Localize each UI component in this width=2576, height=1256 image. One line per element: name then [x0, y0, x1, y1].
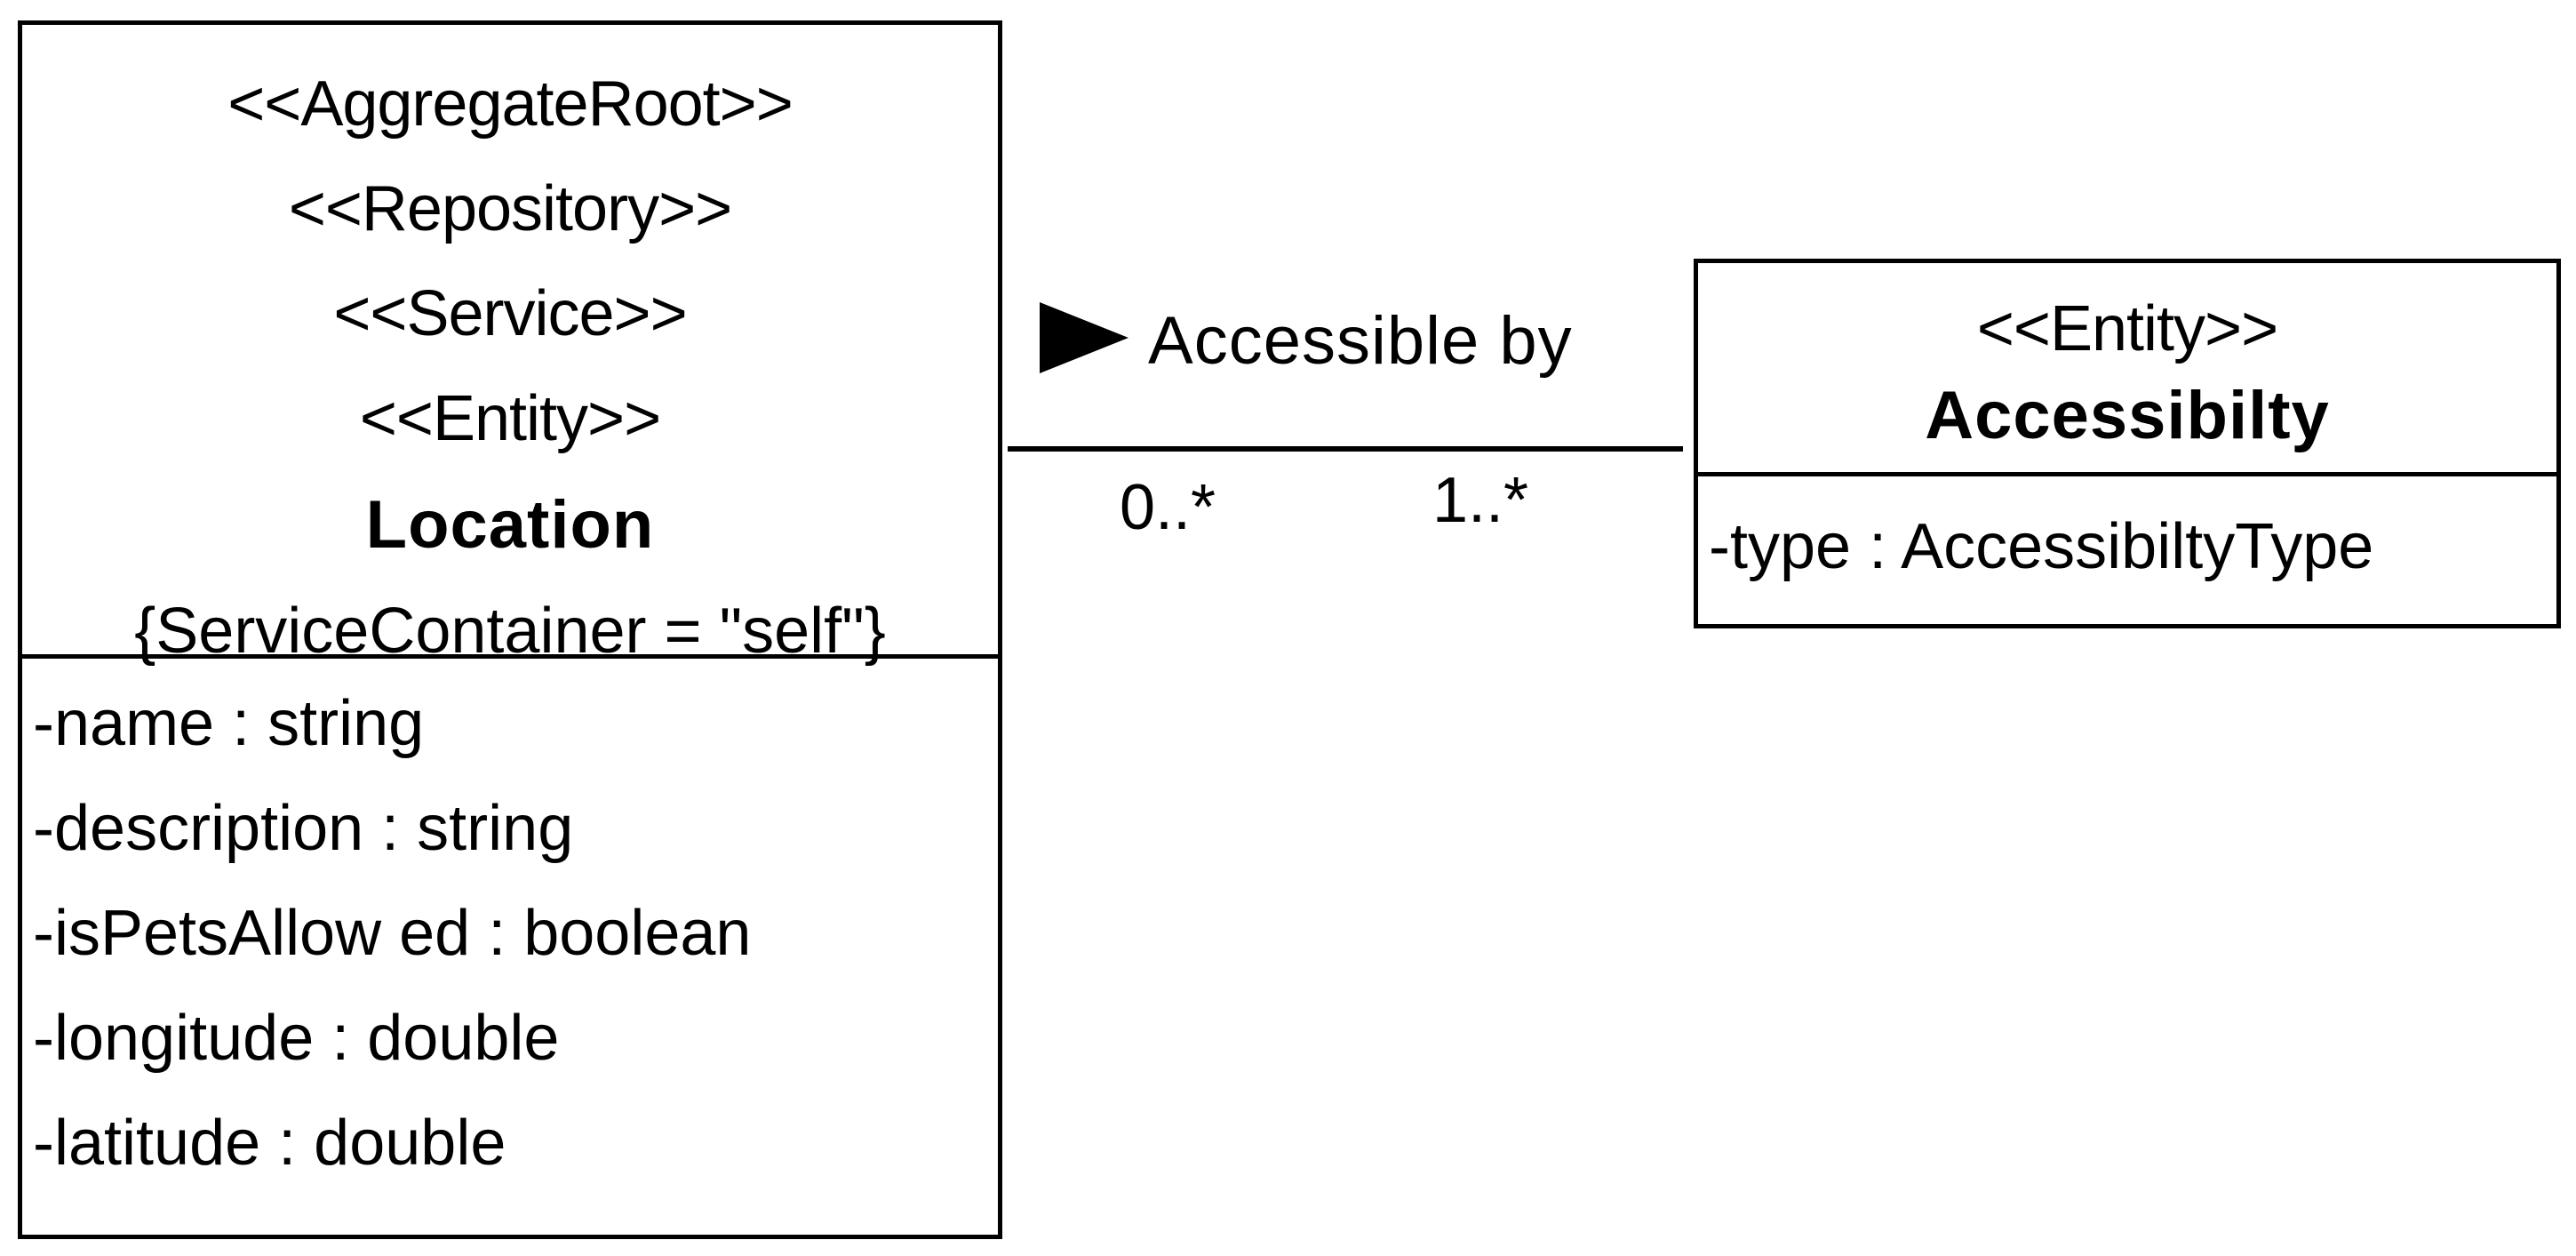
stereotype-entity: <<Entity>>: [359, 383, 661, 454]
location-class-name: Location: [365, 487, 655, 563]
stereotype-entity: <<Entity>>: [1976, 293, 2278, 364]
attribute-longitude: -longitude : double: [33, 1003, 560, 1074]
location-class-header: <<AggregateRoot>> <<Repository>> <<Servi…: [22, 25, 998, 667]
accessibility-class-header: <<Entity>> Accessibilty: [1698, 263, 2556, 476]
accessibility-class-name: Accessibilty: [1925, 378, 2330, 453]
association-line[interactable]: [1008, 446, 1683, 452]
attribute-type: -type : AccessibiltyType: [1709, 511, 2374, 582]
stereotype-repository: <<Repository>>: [288, 173, 732, 244]
attribute-name: -name : string: [33, 688, 425, 759]
attribute-latitude: -latitude : double: [33, 1108, 506, 1179]
association-label: Accessible by: [1148, 303, 1573, 379]
stereotype-service: <<Service>>: [333, 278, 687, 349]
accessibility-class-box[interactable]: <<Entity>> Accessibilty -type : Accessib…: [1694, 259, 2561, 628]
source-multiplicity: 0..*: [1120, 472, 1216, 543]
attribute-description: -description : string: [33, 793, 574, 864]
accessibility-attributes: -type : AccessibiltyType: [1698, 476, 2556, 599]
location-constraint: {ServiceContainer = "self"}: [134, 596, 886, 667]
target-multiplicity: 1..*: [1432, 465, 1529, 536]
triangle-right-icon: [1040, 302, 1128, 373]
location-class-box[interactable]: <<AggregateRoot>> <<Repository>> <<Servi…: [18, 20, 1002, 1239]
location-attributes: -name : string -description : string -is…: [22, 659, 998, 1196]
stereotype-aggregate-root: <<AggregateRoot>>: [227, 68, 794, 140]
attribute-is-pets-allowed: -isPetsAllow ed : boolean: [33, 898, 752, 969]
